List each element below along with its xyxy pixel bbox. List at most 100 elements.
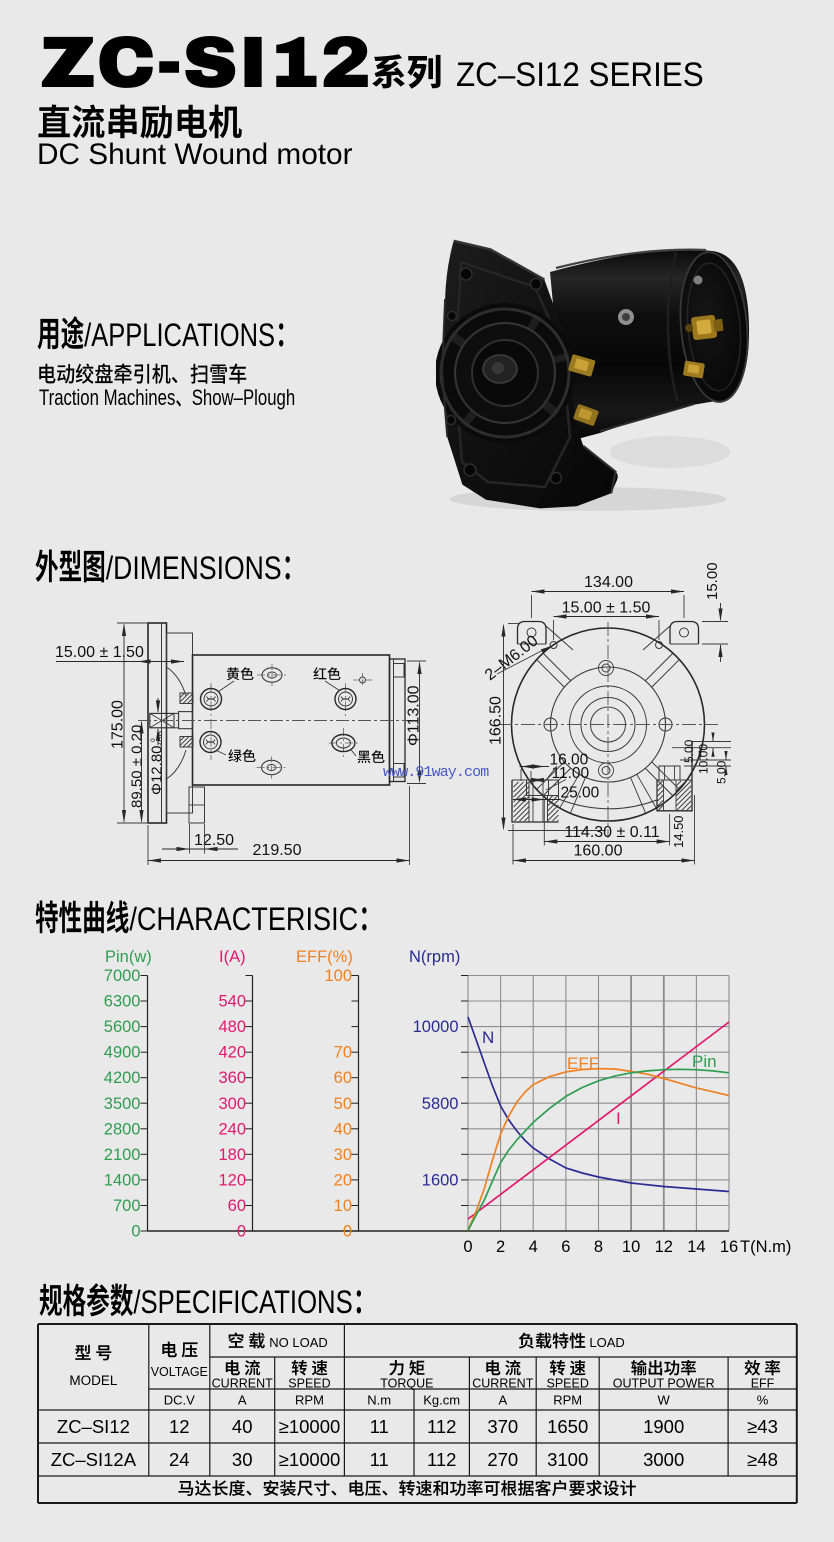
svg-text:134.00: 134.00	[584, 574, 633, 591]
svg-text:DC.V: DC.V	[164, 1393, 195, 1408]
svg-text:-0.05: -0.05	[157, 731, 164, 746]
svg-text:5600: 5600	[104, 1018, 141, 1036]
svg-text:N.m: N.m	[367, 1393, 391, 1408]
svg-text:NO LOAD: NO LOAD	[269, 1335, 328, 1350]
svg-text:40: 40	[232, 1416, 253, 1437]
svg-text:240: 240	[218, 1120, 246, 1138]
svg-text:LOAD: LOAD	[589, 1335, 624, 1350]
svg-text:TORQUE: TORQUE	[380, 1377, 433, 1391]
svg-text:N(rpm): N(rpm)	[409, 948, 460, 966]
svg-text:I(A): I(A)	[219, 948, 246, 966]
svg-text:6: 6	[561, 1238, 570, 1256]
svg-text:1900: 1900	[643, 1416, 684, 1437]
svg-text:RPM: RPM	[553, 1393, 582, 1408]
svg-text:EFF: EFF	[567, 1054, 599, 1073]
svg-text:100: 100	[324, 967, 352, 985]
svg-text:25.00: 25.00	[561, 785, 600, 802]
svg-text:14.50: 14.50	[671, 815, 686, 848]
svg-text:EFF(%): EFF(%)	[296, 948, 353, 966]
svg-text:5.00: 5.00	[715, 760, 729, 784]
svg-text:0: 0	[131, 1223, 140, 1241]
svg-text:1400: 1400	[104, 1171, 141, 1189]
svg-text:370: 370	[487, 1416, 518, 1437]
svg-text:OUTPUT POWER: OUTPUT POWER	[613, 1377, 715, 1391]
svg-text:SPEED: SPEED	[547, 1377, 589, 1391]
svg-text:14: 14	[687, 1238, 705, 1256]
svg-text:0: 0	[237, 1223, 246, 1241]
svg-text:A: A	[238, 1393, 247, 1408]
svg-text:Φ113.00: Φ113.00	[406, 685, 423, 746]
svg-text:VOLTAGE: VOLTAGE	[151, 1365, 208, 1379]
svg-text:60: 60	[228, 1197, 246, 1215]
svg-text:Kg.cm: Kg.cm	[423, 1393, 460, 1408]
svg-text:CURRENT: CURRENT	[212, 1377, 273, 1391]
svg-text:166.50: 166.50	[488, 696, 505, 745]
svg-text:A: A	[498, 1393, 507, 1408]
svg-text:114.30 ± 0.11: 114.30 ± 0.11	[564, 824, 659, 841]
svg-text:30: 30	[334, 1146, 352, 1164]
svg-text:3100: 3100	[547, 1449, 588, 1470]
svg-text:70: 70	[334, 1044, 352, 1062]
svg-text:270: 270	[487, 1449, 518, 1470]
svg-text:0: 0	[150, 738, 157, 742]
svg-text:700: 700	[113, 1197, 141, 1215]
svg-text:7000: 7000	[104, 967, 141, 985]
svg-text:12.50: 12.50	[194, 832, 234, 849]
svg-text:16: 16	[720, 1238, 738, 1256]
svg-text:2800: 2800	[104, 1120, 141, 1138]
svg-text:%: %	[757, 1393, 769, 1408]
svg-text:1650: 1650	[547, 1416, 588, 1437]
svg-text:Pin: Pin	[692, 1052, 717, 1071]
svg-text:15.00 ± 1.50: 15.00 ± 1.50	[562, 600, 651, 617]
svg-text:CURRENT: CURRENT	[472, 1377, 533, 1391]
svg-text:2: 2	[496, 1238, 505, 1256]
svg-text:120: 120	[218, 1171, 246, 1189]
svg-text:540: 540	[218, 993, 246, 1011]
svg-text:3000: 3000	[643, 1449, 684, 1470]
svg-text:T(N.m): T(N.m)	[740, 1238, 791, 1256]
svg-text:ZC–SI12: ZC–SI12	[57, 1416, 130, 1437]
svg-text:15.00: 15.00	[704, 562, 721, 600]
svg-text:11.00: 11.00	[552, 765, 590, 782]
svg-text:MODEL: MODEL	[69, 1373, 118, 1388]
svg-text:16.00: 16.00	[550, 752, 589, 769]
svg-text:2–M6.00: 2–M6.00	[482, 632, 542, 684]
svg-text:11: 11	[370, 1449, 389, 1470]
svg-text:Pin(w): Pin(w)	[105, 948, 152, 966]
svg-text:1600: 1600	[422, 1171, 459, 1189]
svg-text:SPEED: SPEED	[288, 1377, 330, 1391]
svg-text:420: 420	[218, 1044, 246, 1062]
svg-text:180: 180	[218, 1146, 246, 1164]
svg-text:15.00 ± 1.50: 15.00 ± 1.50	[55, 644, 144, 661]
svg-text:6300: 6300	[104, 993, 141, 1011]
svg-text:112: 112	[427, 1449, 457, 1470]
svg-text:0: 0	[343, 1223, 352, 1241]
svg-text:4200: 4200	[104, 1069, 141, 1087]
svg-text:50: 50	[334, 1095, 352, 1113]
svg-text:4900: 4900	[104, 1044, 141, 1062]
svg-text:10: 10	[334, 1197, 352, 1215]
svg-text:W: W	[658, 1393, 671, 1408]
svg-text:20: 20	[334, 1171, 352, 1189]
svg-text:2100: 2100	[104, 1146, 141, 1164]
svg-text:4: 4	[529, 1238, 538, 1256]
svg-text:12: 12	[169, 1416, 190, 1437]
svg-text:40: 40	[334, 1120, 352, 1138]
svg-text:≥10000: ≥10000	[279, 1449, 341, 1470]
svg-text:11: 11	[370, 1416, 389, 1437]
svg-text:300: 300	[218, 1095, 246, 1113]
svg-text:24: 24	[169, 1449, 190, 1470]
svg-text:112: 112	[427, 1416, 457, 1437]
svg-text:≥43: ≥43	[747, 1416, 778, 1437]
svg-text:≥48: ≥48	[747, 1449, 778, 1470]
svg-text:30: 30	[232, 1449, 253, 1470]
svg-text:I: I	[616, 1109, 621, 1128]
svg-text:www.91way.com: www.91way.com	[383, 764, 489, 781]
svg-text:10.00: 10.00	[697, 744, 711, 774]
svg-text:≥10000: ≥10000	[279, 1416, 341, 1437]
svg-text:360: 360	[218, 1069, 246, 1087]
svg-text:ZC–SI12A: ZC–SI12A	[51, 1449, 137, 1470]
svg-text:5800: 5800	[422, 1095, 459, 1113]
svg-text:RPM: RPM	[295, 1393, 324, 1408]
svg-text:0: 0	[463, 1238, 472, 1256]
